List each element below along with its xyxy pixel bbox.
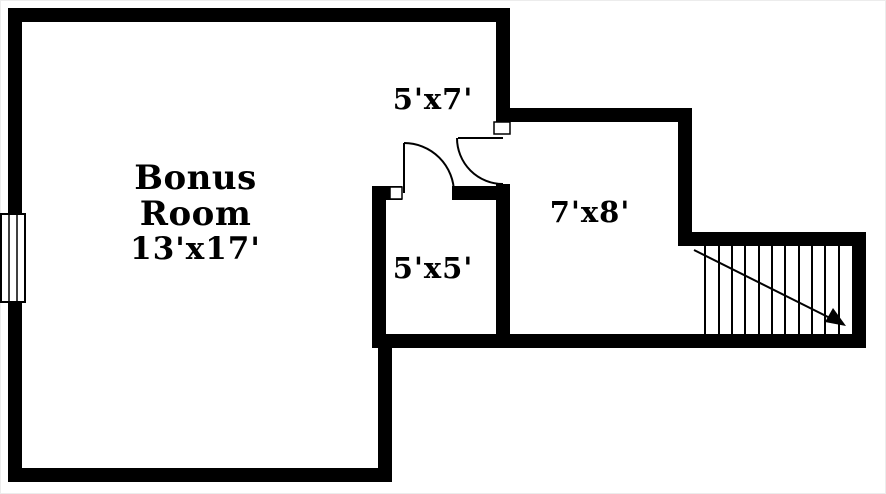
room-dimensions-bonus: 13'x17' <box>130 231 261 268</box>
wall-lower-horizontal <box>378 334 866 348</box>
wall-bottom <box>8 468 392 482</box>
room-label-5x7: 5'x7' <box>392 82 474 116</box>
door-jamb-left <box>389 186 403 200</box>
wall-left-lower <box>8 302 22 482</box>
room-label-bonus: Bonus Room 13'x17' <box>98 160 293 268</box>
wall-bonus-right-lower <box>378 340 392 482</box>
wall-closet-top-right <box>452 186 510 200</box>
door-room78 <box>456 137 504 185</box>
room-label-5x5: 5'x5' <box>392 251 474 285</box>
wall-stairs-right <box>852 232 866 348</box>
door-swing-arc <box>456 137 504 185</box>
door-jamb-top <box>493 121 511 135</box>
wall-room78-top <box>496 108 692 122</box>
door-swing-arc <box>403 142 455 194</box>
wall-divider-lower <box>496 184 510 348</box>
wall-left-upper <box>8 8 22 214</box>
wall-room78-right <box>678 108 692 246</box>
wall-closet-left <box>372 186 386 348</box>
stair-direction-line <box>693 249 835 321</box>
wall-stairs-top <box>678 232 866 246</box>
staircase <box>693 246 840 334</box>
wall-divider-upper <box>496 8 510 122</box>
room-name-bonus: Bonus Room <box>134 158 257 235</box>
window <box>0 213 26 303</box>
door-hall <box>403 142 455 194</box>
walls <box>8 8 866 482</box>
stair-direction-arrow <box>825 308 846 326</box>
room-label-7x8: 7'x8' <box>549 195 631 229</box>
wall-top <box>8 8 510 22</box>
